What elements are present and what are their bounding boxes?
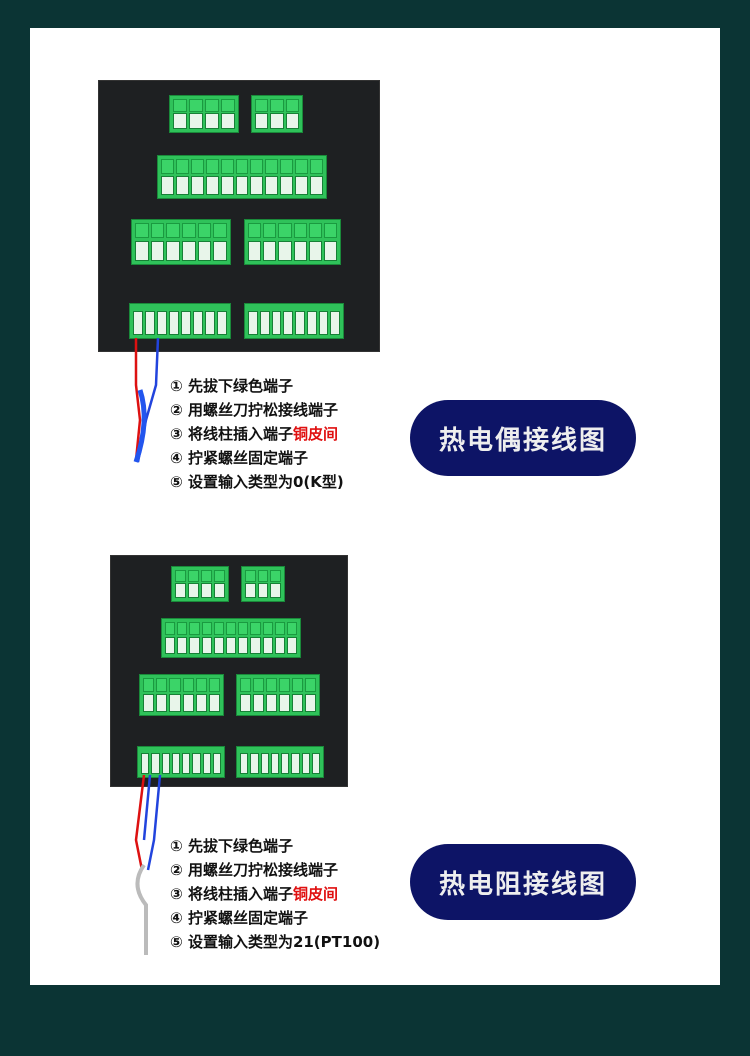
terminal-block [236,674,320,716]
terminal-block [241,566,285,602]
thermocouple-title: 热电偶接线图 [410,400,636,476]
step: ③ 将线柱插入端子铜皮间 [170,885,338,903]
terminal-block [244,219,341,265]
terminal-block [236,746,324,778]
rtd-title: 热电阻接线图 [410,844,636,920]
step: ④ 拧紧螺丝固定端子 [170,909,308,927]
rtd-device-photo [110,555,348,787]
step: ③ 将线柱插入端子铜皮间 [170,425,338,443]
step: ② 用螺丝刀拧松接线端子 [170,861,338,879]
terminal-block [244,303,344,339]
terminal-block [161,618,301,658]
terminal-block [131,219,231,265]
terminal-block [129,303,231,339]
rtd-steps: ① 先拔下绿色端子 ② 用螺丝刀拧松接线端子 ③ 将线柱插入端子铜皮间 ④ 拧紧… [170,834,380,954]
thermocouple-steps: ① 先拔下绿色端子 ② 用螺丝刀拧松接线端子 ③ 将线柱插入端子铜皮间 ④ 拧紧… [170,374,344,494]
rtd-wires [134,774,162,955]
thermocouple-device-photo [98,80,380,352]
terminal-block [137,746,225,778]
step: ⑤ 设置输入类型为21(PT100) [170,933,381,951]
terminal-block [251,95,303,133]
step: ① 先拔下绿色端子 [170,377,293,395]
terminal-block [171,566,229,602]
step: ② 用螺丝刀拧松接线端子 [170,401,338,419]
thermocouple-wires [133,337,160,463]
step: ⑤ 设置输入类型为0(K型) [170,473,344,491]
terminal-block [169,95,239,133]
terminal-block [139,674,224,716]
step: ① 先拔下绿色端子 [170,837,293,855]
step: ④ 拧紧螺丝固定端子 [170,449,308,467]
terminal-block [157,155,327,199]
